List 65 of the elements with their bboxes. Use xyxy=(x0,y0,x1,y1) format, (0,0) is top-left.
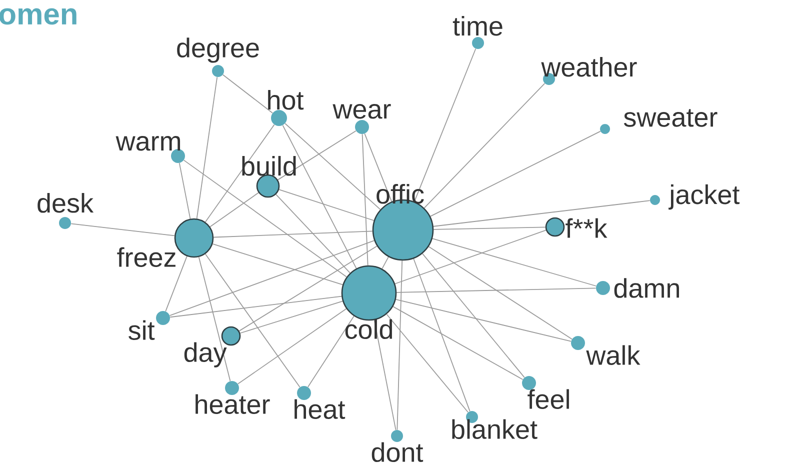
connector-line xyxy=(204,254,300,388)
connector-line xyxy=(382,256,389,270)
word-label: desk xyxy=(38,192,94,213)
connector-line xyxy=(392,306,524,380)
word-label: warm xyxy=(116,136,180,151)
connector-line xyxy=(433,200,650,227)
word-label: weather xyxy=(541,56,637,77)
connector-line xyxy=(432,238,597,286)
connector-line xyxy=(307,316,354,388)
connector-line xyxy=(430,130,601,217)
connector-line xyxy=(183,160,347,278)
word-label: freez xyxy=(117,247,176,267)
connector-line xyxy=(414,48,476,202)
connector-line xyxy=(240,300,344,334)
word-label: heater xyxy=(196,394,270,414)
connector-line xyxy=(222,74,273,114)
word-label: build xyxy=(242,156,296,176)
connector-line xyxy=(213,230,373,238)
word-label: heat xyxy=(294,399,346,420)
connector-line xyxy=(424,83,546,208)
word-label: sweater xyxy=(624,109,718,127)
connector-line xyxy=(165,256,188,312)
connector-line xyxy=(364,133,392,202)
connector-line xyxy=(278,189,374,221)
connector-line xyxy=(362,134,368,266)
connector-line xyxy=(196,76,218,219)
connector-line xyxy=(178,162,191,220)
connector-line xyxy=(276,194,350,274)
word-label: damn xyxy=(614,278,679,298)
connector-line xyxy=(374,320,396,430)
word-label: cold xyxy=(345,319,392,340)
word-label: dont xyxy=(372,442,424,462)
connector-line xyxy=(433,226,546,230)
connector-line xyxy=(238,246,378,332)
word-label: day xyxy=(184,342,227,368)
word-label: f**k xyxy=(566,218,608,238)
connector-line xyxy=(237,308,347,384)
word-label: offic xyxy=(376,184,424,204)
word-label: sit xyxy=(128,320,155,340)
connector-line xyxy=(284,123,381,210)
connector-line xyxy=(395,298,572,342)
connector-line xyxy=(422,253,525,378)
connector-line xyxy=(396,260,403,430)
connector-line xyxy=(210,192,259,228)
connector-line xyxy=(170,296,342,318)
connector-line xyxy=(386,314,468,413)
word-label: walk xyxy=(586,345,640,366)
word-label: hot xyxy=(268,90,304,110)
word-label: degree xyxy=(177,38,259,63)
connector-line xyxy=(204,124,275,222)
connector-line xyxy=(396,288,596,293)
word-label: time xyxy=(452,16,502,36)
connector-line xyxy=(282,124,357,269)
connector-line xyxy=(198,256,231,382)
connector-line xyxy=(428,246,572,340)
connector-line xyxy=(169,240,375,316)
connector-line xyxy=(70,223,175,236)
word-label: jacket xyxy=(668,184,740,210)
connector-line xyxy=(413,258,470,412)
word-label: wear xyxy=(332,104,391,119)
connector-line xyxy=(212,243,344,286)
connector-line xyxy=(394,230,546,284)
connector-line xyxy=(277,130,356,180)
word-label: feel xyxy=(528,389,569,410)
word-label: blanket xyxy=(452,419,538,440)
